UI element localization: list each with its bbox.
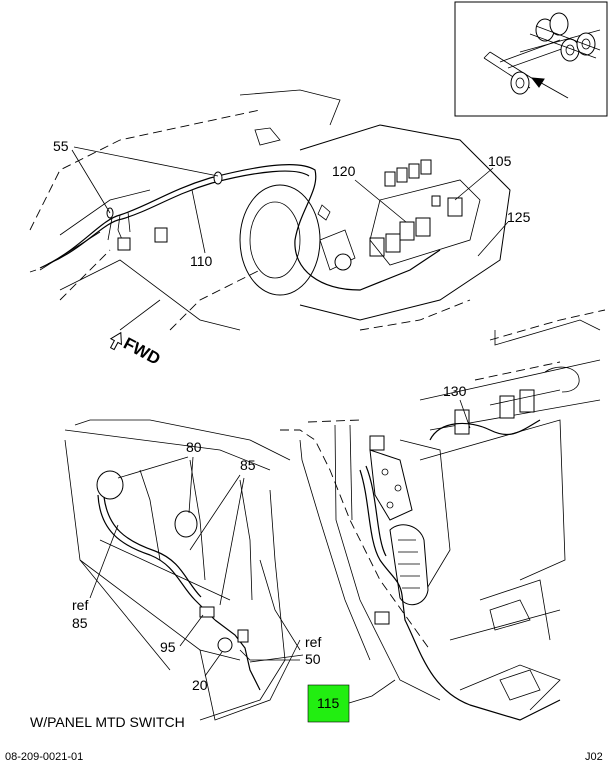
callout-105: 105	[488, 153, 512, 169]
view-caption: W/PANEL MTD SWITCH	[30, 714, 185, 730]
callout-ref85-ref: ref	[72, 597, 88, 613]
fwd-arrow-icon	[109, 331, 122, 351]
callout-80: 80	[186, 439, 202, 455]
lower-left-callouts: 80 85 ref 85 95 20 ref 50	[72, 439, 321, 693]
callout-55: 55	[53, 138, 69, 154]
callout-85: 85	[240, 457, 256, 473]
chassis-inset	[454, 1, 608, 117]
callout-115[interactable]: 115	[317, 695, 340, 711]
footer-sheet-code: J02	[585, 751, 603, 761]
callout-110: 110	[190, 253, 213, 269]
footer-drawing-number: 08-209-0021-01	[5, 751, 83, 761]
relay-block	[369, 159, 481, 266]
callout-ref85-num: 85	[72, 615, 88, 631]
lower-right-callouts: 130	[443, 383, 471, 429]
fwd-indicator: FWD	[109, 331, 163, 369]
callout-125: 125	[507, 209, 531, 225]
fwd-label: FWD	[120, 334, 163, 369]
upper-assembly	[29, 89, 511, 331]
callout-120: 120	[332, 163, 356, 179]
lower-right-assembly	[280, 309, 606, 721]
callout-115-highlight[interactable]: 115	[307, 679, 396, 723]
callout-130: 130	[443, 383, 467, 399]
upper-callouts: 55 120 105 125 110	[53, 138, 531, 269]
callout-ref50-num: 50	[305, 651, 321, 667]
callout-20: 20	[192, 677, 208, 693]
lower-left-assembly	[64, 419, 301, 721]
callout-ref50-ref: ref	[305, 634, 321, 650]
callout-95: 95	[160, 639, 176, 655]
